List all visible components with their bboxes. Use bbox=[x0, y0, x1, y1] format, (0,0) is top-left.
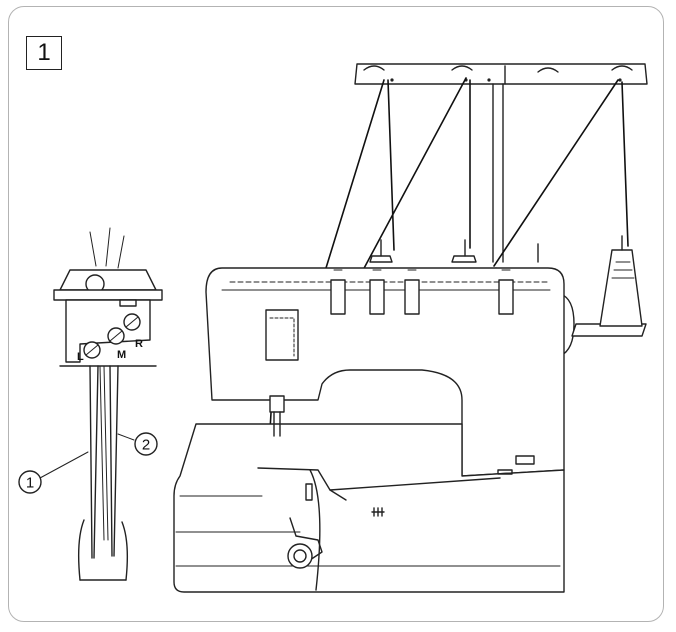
screw-label-middle: M bbox=[117, 349, 126, 361]
figure-frame bbox=[8, 6, 664, 622]
needle-screw-right bbox=[123, 313, 141, 331]
figure-number: 1 bbox=[37, 39, 51, 66]
thread-cone bbox=[571, 235, 647, 337]
machine-needle-area bbox=[265, 309, 385, 569]
needle-detail-inset: L M R 1 2 bbox=[18, 227, 163, 581]
left-needle-callout: 1 bbox=[18, 470, 42, 494]
thread-stand-bar bbox=[354, 63, 648, 85]
screw-label-left: L bbox=[77, 351, 84, 363]
screw-label-right: R bbox=[135, 338, 143, 350]
callout-number: 2 bbox=[142, 437, 150, 454]
machine-body bbox=[173, 267, 575, 593]
needle-screw-left bbox=[83, 341, 101, 359]
right-needle bbox=[109, 365, 119, 557]
right-needle-callout: 2 bbox=[134, 432, 158, 456]
figure-number-badge: 1 bbox=[26, 36, 62, 70]
needle-screw-middle bbox=[107, 327, 125, 345]
callout-number: 1 bbox=[26, 475, 34, 492]
thread-stand-pole bbox=[492, 83, 504, 263]
spool-pins bbox=[369, 239, 539, 263]
machine-bed bbox=[173, 423, 565, 593]
thread-stand bbox=[354, 63, 648, 263]
tension-dials bbox=[330, 269, 514, 315]
cone-body bbox=[599, 249, 643, 327]
left-needle bbox=[89, 365, 99, 559]
